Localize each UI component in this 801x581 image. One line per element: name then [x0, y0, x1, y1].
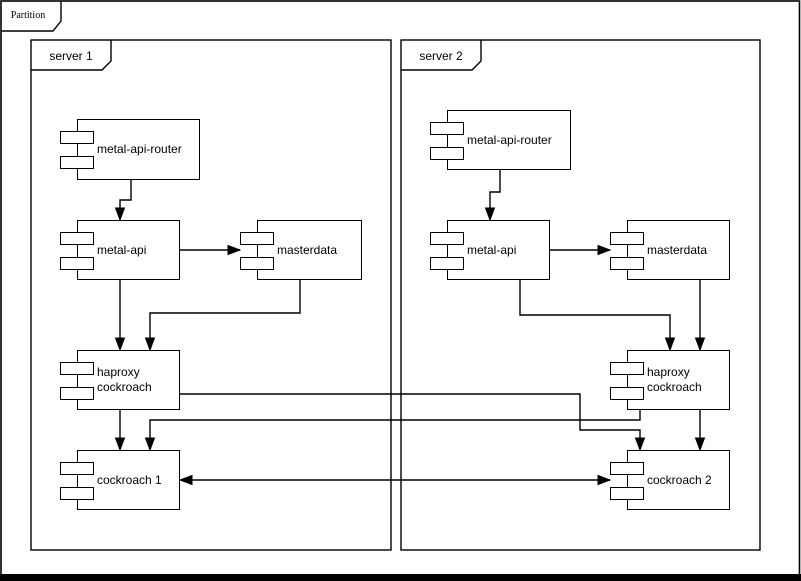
component-bar-icon: [610, 487, 644, 500]
component-bar-icon: [60, 156, 94, 169]
edge-s1-haproxy-to-cockroach2: [180, 393, 640, 450]
component-bar-icon: [430, 122, 464, 135]
server-2-group: [400, 39, 761, 551]
component-bar-icon: [610, 362, 644, 375]
component-s2-metal-api-router: metal-api-router: [430, 110, 571, 170]
edge-s2-router-to-metal-api: [490, 170, 501, 220]
component-bar-icon: [430, 147, 464, 160]
component-label: metal-api-router: [467, 132, 552, 147]
component-bar-icon: [610, 232, 644, 245]
component-label: masterdata: [647, 242, 708, 257]
component-bar-icon: [610, 387, 644, 400]
component-s2-metal-api: metal-api: [430, 220, 550, 280]
server-2-tab: [401, 40, 482, 71]
component-label: masterdata: [277, 242, 338, 257]
component-label: metal-api-router: [97, 142, 182, 156]
server-1-tab: [31, 40, 112, 71]
component-s1-masterdata: masterdata: [240, 220, 362, 280]
component-bar-icon: [610, 257, 644, 270]
server-1-label: server 1: [49, 49, 93, 63]
component-label: cockroach 1: [97, 472, 162, 487]
component-s2-masterdata: masterdata: [610, 220, 730, 280]
component-s2-cockroach-2: cockroach 2: [610, 450, 730, 510]
component-bar-icon: [240, 257, 274, 270]
component-bar-icon: [430, 232, 464, 245]
component-bar-icon: [60, 131, 94, 144]
component-label: cockroach 2: [647, 472, 712, 487]
component-s1-metal-api: metal-api: [60, 220, 180, 280]
component-label: haproxy cockroach: [647, 365, 702, 394]
component-s1-haproxy-cockroach: haproxy cockroach: [60, 350, 180, 410]
edge-s1-masterdata-to-haproxy: [150, 280, 301, 350]
component-s1-cockroach-1: cockroach 1: [60, 450, 180, 510]
component-label: metal-api: [97, 242, 147, 257]
component-bar-icon: [430, 257, 464, 270]
component-bar-icon: [60, 487, 94, 500]
component-bar-icon: [240, 232, 274, 245]
component-bar-icon: [60, 462, 94, 475]
frame-label: Partition: [10, 10, 46, 21]
component-label: haproxy cockroach: [97, 365, 152, 394]
component-s1-metal-api-router: metal-api-router: [60, 119, 200, 180]
uml-frame-bottom-bar: [0, 574, 801, 581]
frame-label-tab: [1, 1, 62, 32]
server-1-group: [30, 39, 392, 551]
server-2-label: server 2: [419, 49, 463, 63]
component-bar-icon: [60, 232, 94, 245]
edge-s2-metal-api-to-haproxy: [519, 280, 670, 350]
component-label: metal-api: [467, 242, 517, 257]
component-bar-icon: [60, 362, 94, 375]
component-bar-icon: [610, 462, 644, 475]
edge-s1-router-to-metal-api: [120, 180, 132, 220]
edge-s2-haproxy-to-cockroach1: [150, 410, 641, 450]
component-bar-icon: [60, 257, 94, 270]
component-s2-haproxy-cockroach: haproxy cockroach: [610, 350, 730, 410]
component-bar-icon: [60, 387, 94, 400]
